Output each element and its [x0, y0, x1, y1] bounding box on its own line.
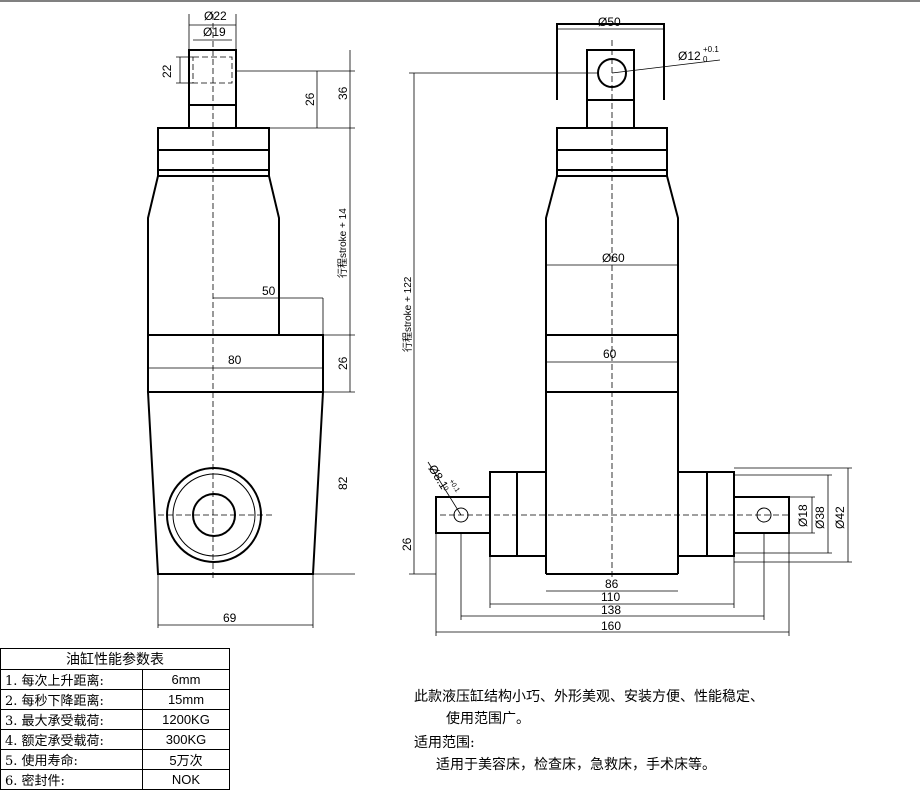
dim-d42: Ø42	[833, 506, 847, 529]
left-collar	[157, 127, 270, 177]
dim-d12-tol-upper: +0.1	[703, 45, 719, 54]
spec-table-title: 油缸性能参数表	[0, 648, 230, 670]
table-row: 6. 密封件:NOK	[0, 769, 230, 790]
right-view: Ø50 Ø12 +0.1 0 行程stroke + 122 Ø60 60 Ø8.…	[400, 15, 852, 636]
dim-h82: 82	[336, 476, 350, 490]
dim-stroke122: 行程stroke + 122	[401, 276, 414, 352]
dim-d8-tol-lower: 0	[441, 485, 449, 492]
table-row: 5. 使用寿命:5万次	[0, 749, 230, 770]
dim-d50: Ø50	[598, 15, 621, 29]
spec-key: 4. 额定承受载荷:	[0, 729, 143, 750]
description: 此款液压缸结构小巧、外形美观、安装方便、性能稳定、 使用范围广。 适用范围: 适…	[414, 686, 914, 776]
dim-h26b: 26	[336, 356, 350, 370]
spec-value: NOK	[142, 769, 230, 790]
dim-w80: 80	[228, 353, 242, 367]
spec-key: 3. 最大承受载荷:	[0, 709, 143, 730]
left-rod-hole	[192, 56, 233, 84]
dim-w160: 160	[601, 619, 621, 633]
spec-value: 15mm	[142, 689, 230, 710]
spec-key: 5. 使用寿命:	[0, 749, 143, 770]
spec-key: 1. 每次上升距离:	[0, 669, 143, 690]
left-bottom-body	[146, 391, 325, 575]
dim-d19: Ø19	[203, 25, 226, 39]
description-line1: 此款液压缸结构小巧、外形美观、安装方便、性能稳定、	[414, 689, 764, 705]
spec-key: 6. 密封件:	[0, 769, 143, 790]
spec-value: 1200KG	[142, 709, 230, 730]
spec-key: 2. 每秒下降距离:	[0, 689, 143, 710]
table-row: 2. 每秒下降距离:15mm	[0, 689, 230, 710]
left-top-rod	[188, 49, 237, 106]
spec-table: 油缸性能参数表 1. 每次上升距离:6mm 2. 每秒下降距离:15mm 3. …	[0, 648, 230, 790]
dim-w86: 86	[605, 577, 619, 591]
dim-w110: 110	[601, 590, 620, 604]
spec-value: 300KG	[142, 729, 230, 750]
dim-d8-tol-upper: +0.1	[447, 478, 460, 494]
spec-value: 5万次	[142, 749, 230, 770]
dim-w69: 69	[223, 611, 237, 625]
table-row: 1. 每次上升距离:6mm	[0, 669, 230, 690]
dim-h22: 22	[160, 64, 174, 78]
description-line2: 使用范围广。	[446, 711, 530, 727]
dim-w138: 138	[601, 603, 621, 617]
dim-d60: Ø60	[602, 251, 625, 265]
usage-text: 适用于美容床，检查床，急救床，手术床等。	[436, 757, 716, 773]
dim-h26: 26	[303, 92, 317, 106]
dim-d22: Ø22	[204, 9, 227, 23]
dim-h36: 36	[336, 86, 350, 100]
dim-d12: Ø12	[678, 49, 701, 63]
dim-w50: 50	[262, 284, 276, 298]
table-row: 3. 最大承受载荷:1200KG	[0, 709, 230, 730]
dim-d18: Ø18	[796, 504, 810, 527]
usage-title: 适用范围:	[414, 735, 475, 751]
dim-d38: Ø38	[813, 506, 827, 529]
dim-d12-tol-lower: 0	[703, 55, 708, 64]
dim-w60: 60	[603, 347, 617, 361]
table-row: 4. 额定承受载荷:300KG	[0, 729, 230, 750]
left-view: Ø22 Ø19 22 26 36 行程stroke + 14 26 82 50 …	[146, 9, 355, 628]
spec-value: 6mm	[142, 669, 230, 690]
dim-h26: 26	[400, 537, 414, 551]
dim-stroke14: 行程stroke + 14	[336, 208, 349, 278]
